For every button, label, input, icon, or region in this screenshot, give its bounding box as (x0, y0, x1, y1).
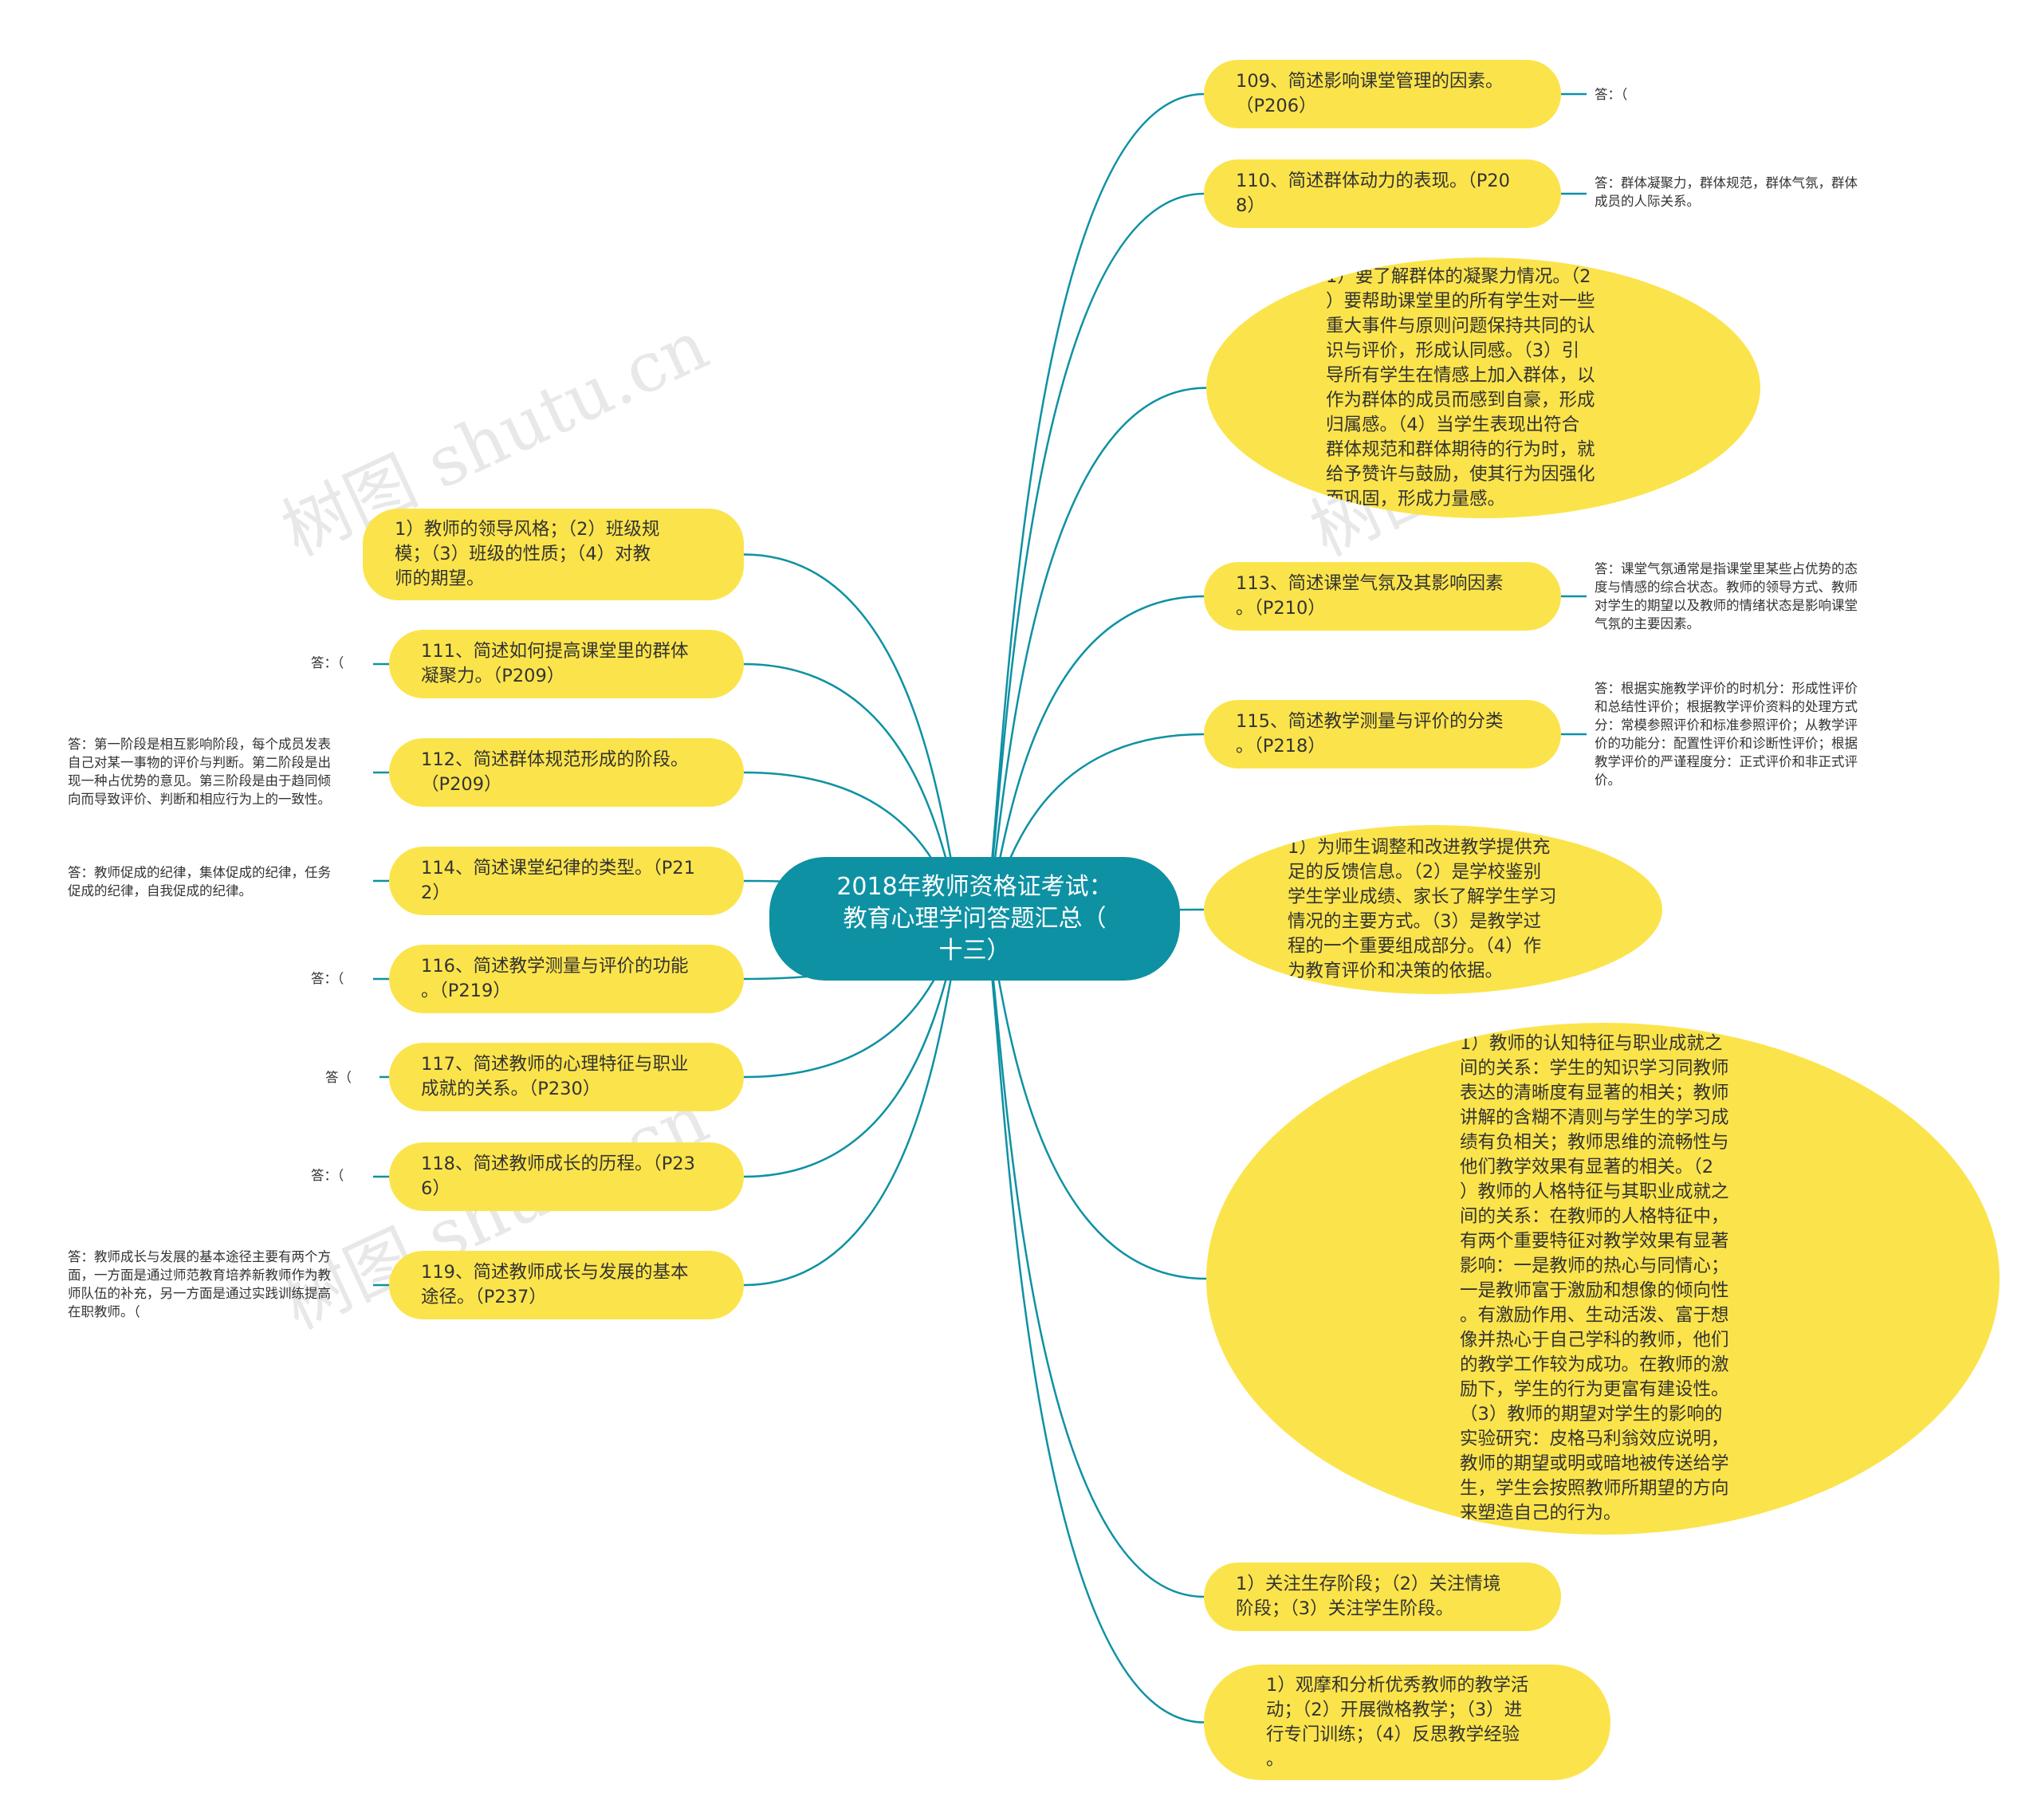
answer-note-q116: 答：（ (311, 971, 344, 986)
answer-note-q114: 答：教师促成的纪律，集体促成的纪律，任务 促成的纪律，自我促成的纪律。 (68, 865, 331, 898)
topic-node-q110[interactable]: 110、简述群体动力的表现。（P20 8） (1204, 159, 1561, 228)
branch-line (981, 387, 1207, 920)
topic-node-q109[interactable]: 109、简述影响课堂管理的因素。 （P206） (1204, 60, 1561, 128)
topic-node-growth-paths[interactable]: 1）观摩和分析优秀教师的教学活 动；（2）开展微格教学；（3）进 行专门训练；（… (1204, 1665, 1610, 1780)
answer-note-q110: 答：群体凝聚力，群体规范，群体气氛，群体 成员的人际关系。 (1595, 175, 1858, 209)
topic-node-evaluation-functions[interactable]: 1）为师生调整和改进教学提供充 足的反馈信息。（2）是学校鉴别 学生学业成绩、家… (1204, 825, 1662, 994)
answer-note-q115: 答：根据实施教学评价的时机分：形成性评价 和总结性评价；根据教学评价资料的处理方… (1595, 681, 1858, 788)
topic-node-teacher-factors[interactable]: 1）教师的领导风格；（2）班级规 模；（3）班级的性质；（4）对教 师的期望。 (363, 509, 744, 600)
topic-node-q119[interactable]: 119、简述教师成长与发展的基本 途径。（P237） (389, 1251, 744, 1319)
topic-node-q114[interactable]: 114、简述课堂纪律的类型。（P21 2） (389, 847, 744, 915)
answer-note-q119: 答：教师成长与发展的基本途径主要有两个方 面，一方面是通过师范教育培养新教师作为… (68, 1249, 331, 1319)
central-topic[interactable]: 2018年教师资格证考试： 教育心理学问答题汇总（ 十三） (769, 857, 1180, 981)
topic-node-q117[interactable]: 117、简述教师的心理特征与职业 成就的关系。（P230） (389, 1043, 744, 1111)
answer-note-q112: 答：第一阶段是相互影响阶段，每个成员发表 自己对某一事物的评价与判断。第二阶段是… (68, 737, 331, 807)
topic-node-growth-stages[interactable]: 1）关注生存阶段；（2）关注情境 阶段；（3）关注学生阶段。 (1204, 1563, 1561, 1631)
central-topic-label: 2018年教师资格证考试： 教育心理学问答题汇总（ 十三） (836, 872, 1113, 965)
topic-node-teacher-traits[interactable]: 1）教师的认知特征与职业成就之 间的关系：学生的知识学习同教师 表达的清晰度有显… (1206, 1023, 2000, 1535)
topic-node-q113[interactable]: 113、简述课堂气氛及其影响因素 。（P210） (1204, 562, 1561, 631)
answer-note-q109: 答：（ (1595, 87, 1628, 102)
topic-node-q111[interactable]: 111、简述如何提高课堂里的群体 凝聚力。（P209） (389, 630, 744, 698)
topic-node-cohesion-methods[interactable]: 1）要了解群体的凝聚力情况。（2 ）要帮助课堂里的所有学生对一些 重大事件与原则… (1206, 257, 1760, 518)
topic-node-q118[interactable]: 118、简述教师成长的历程。（P23 6） (389, 1142, 744, 1211)
answer-note-q113: 答：课堂气氛通常是指课堂里某些占优势的态 度与情感的综合状态。教师的领导方式、教… (1595, 561, 1858, 631)
answer-note-q111: 答：（ (311, 655, 344, 670)
branch-line (981, 192, 1205, 920)
answer-note-q117: 答（ (325, 1070, 352, 1085)
branch-line (981, 918, 1205, 1598)
branch-line (981, 918, 1205, 1724)
topic-node-q112[interactable]: 112、简述群体规范形成的阶段。 （P209） (389, 738, 744, 807)
topic-node-q115[interactable]: 115、简述教学测量与评价的分类 。（P218） (1204, 700, 1561, 768)
answer-note-q118: 答：（ (311, 1168, 344, 1183)
topic-node-q116[interactable]: 116、简述教学测量与评价的功能 。（P219） (389, 945, 744, 1013)
